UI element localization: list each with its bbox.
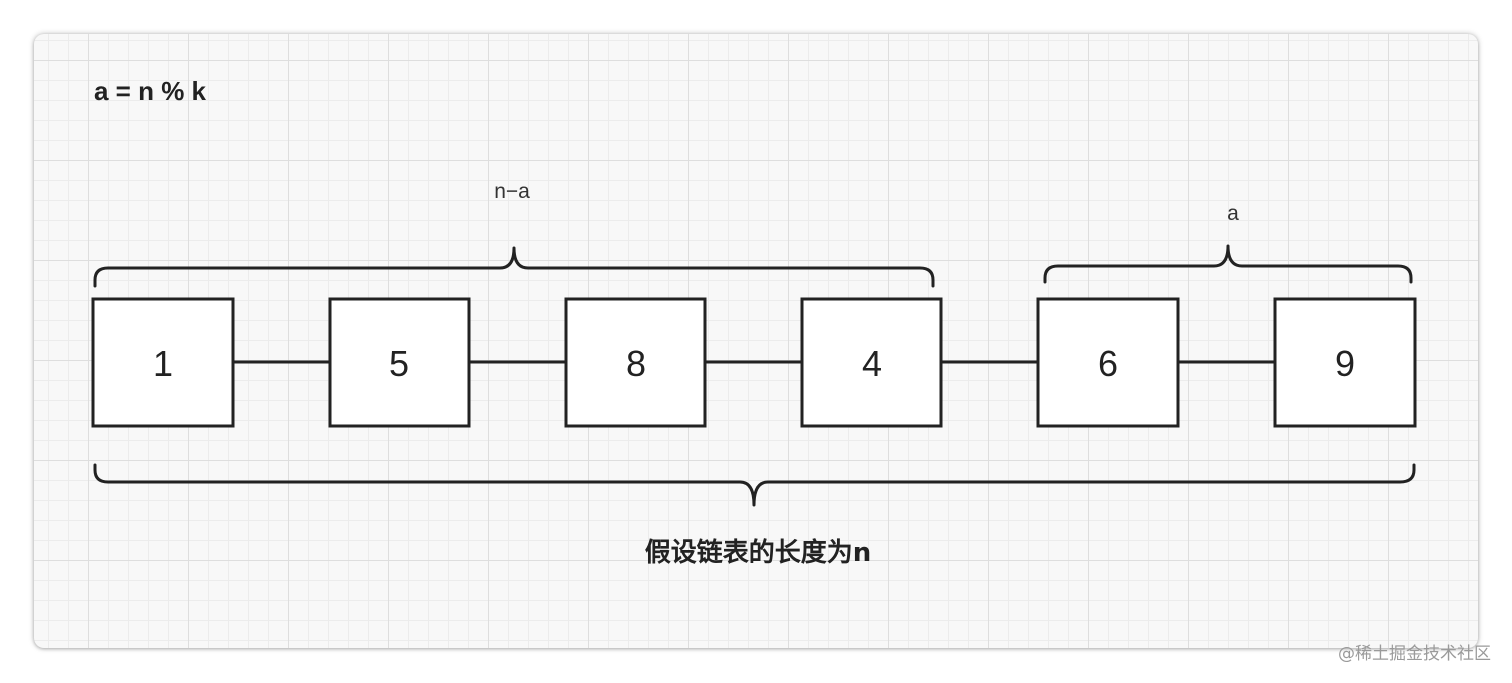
- node-value: 1: [153, 343, 173, 384]
- watermark-text: @稀土掘金技术社区: [1338, 644, 1491, 664]
- list-node: 5: [328, 297, 471, 428]
- node-value: 8: [626, 343, 646, 384]
- node-value: 5: [389, 343, 409, 384]
- formula-text: a = n % k: [94, 76, 207, 106]
- node-value: 6: [1098, 343, 1118, 384]
- brace-a: [1043, 244, 1413, 284]
- brace-total-length: [93, 463, 1416, 507]
- list-node: 9: [1273, 297, 1417, 428]
- node-value: 9: [1335, 343, 1355, 384]
- node-value: 4: [862, 343, 882, 384]
- caption-list-length: 假设链表的长度为n: [645, 537, 872, 568]
- grid-canvas: [34, 34, 1478, 648]
- list-node: 8: [564, 297, 707, 428]
- label-a: a: [1227, 202, 1239, 225]
- list-node: 1: [91, 297, 235, 428]
- list-node: 4: [800, 297, 943, 428]
- label-n-minus-a: n−a: [494, 180, 530, 203]
- brace-n-minus-a: [93, 246, 935, 288]
- list-node: 6: [1036, 297, 1180, 428]
